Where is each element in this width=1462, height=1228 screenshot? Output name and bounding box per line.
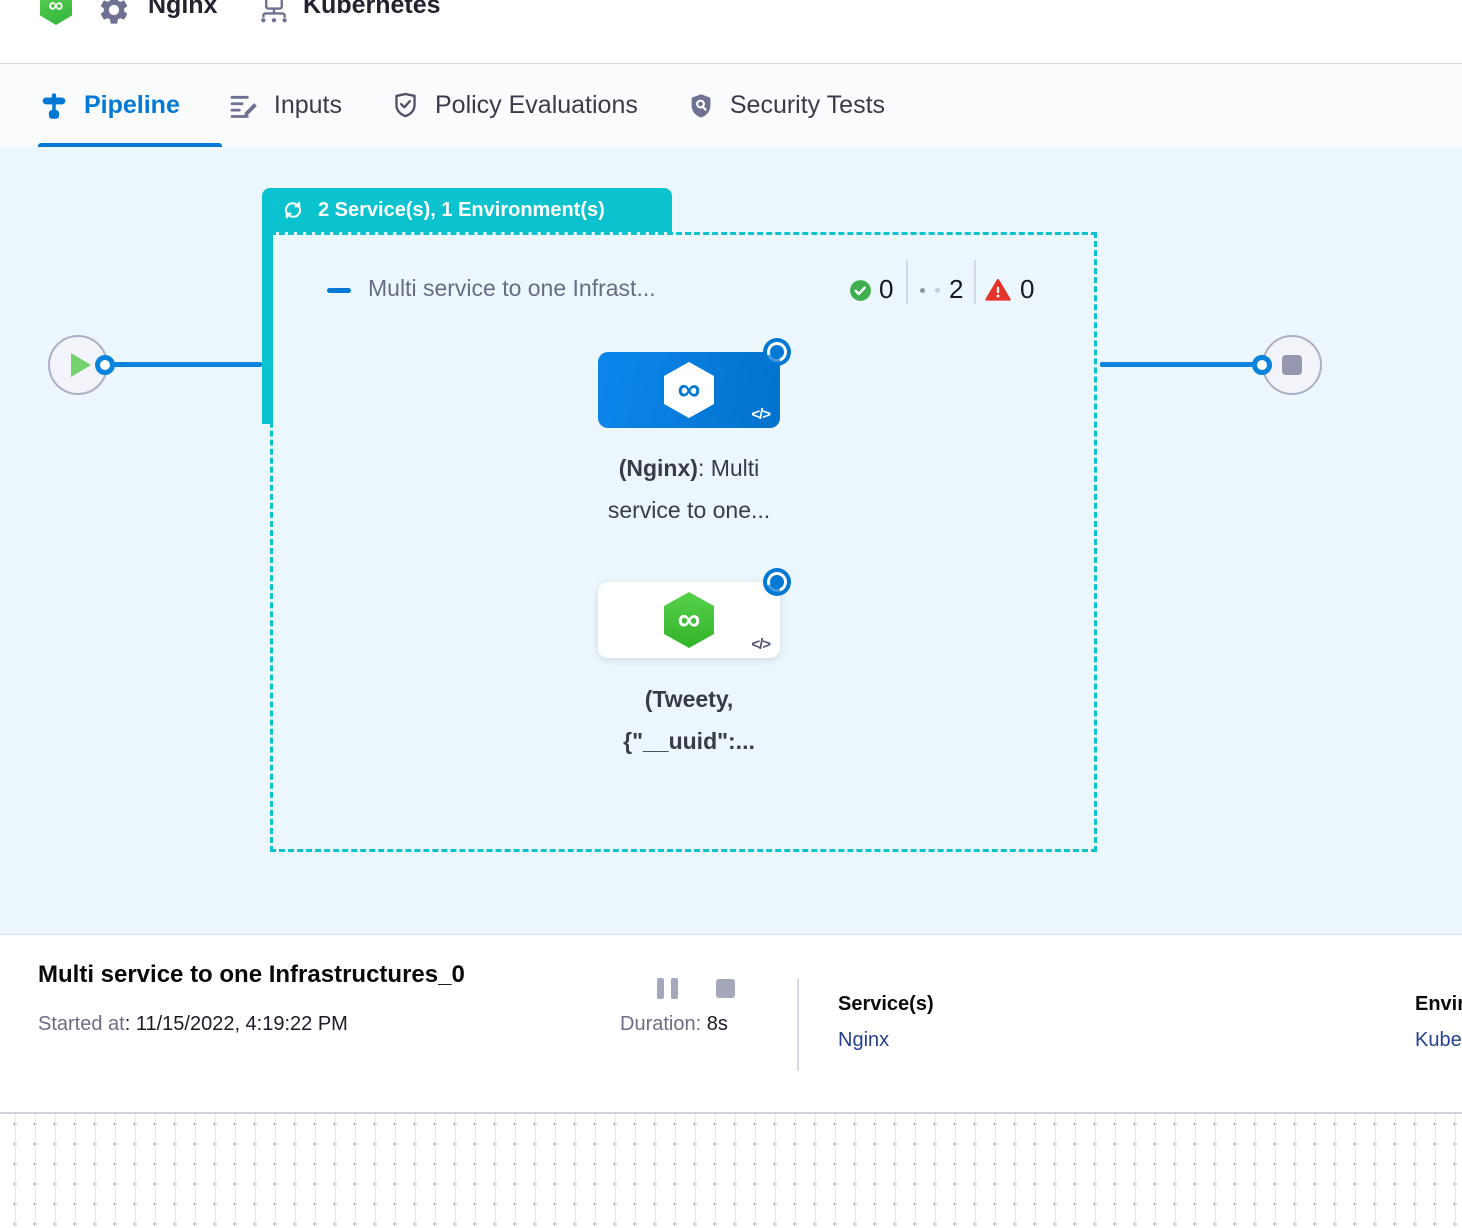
success-count: 0 [879, 274, 894, 304]
environments-value-link[interactable]: Kubernetes [1415, 1029, 1462, 1051]
code-icon: </> [751, 636, 771, 653]
success-check-icon [850, 280, 871, 301]
tab-label: Policy Evaluations [434, 91, 638, 119]
tab-inputs[interactable]: Inputs [228, 90, 342, 122]
node-label-nginx: (Nginx): Multi service to one... [607, 455, 771, 523]
failed-count: 0 [1020, 274, 1035, 304]
stage-group-container [270, 232, 1097, 852]
pipeline-end-node [1262, 335, 1322, 395]
count-separator [974, 260, 976, 304]
pipeline-start-node [48, 335, 108, 395]
services-value-link[interactable]: Nginx [838, 1029, 890, 1051]
service-name-label[interactable]: Nginx [148, 0, 218, 19]
started-at-label: Started at [38, 1013, 125, 1035]
pause-button[interactable] [657, 978, 678, 999]
execution-tabbar: Pipeline Inputs Policy Evaluations [0, 64, 1462, 147]
tab-pipeline[interactable]: Pipeline [38, 90, 180, 122]
environment-name-label[interactable]: Kubernetes [303, 0, 441, 19]
node-status-spinner-icon[interactable] [763, 338, 791, 366]
pending-dots-icon [935, 288, 940, 293]
tab-label: Security Tests [729, 91, 886, 119]
started-at-value: : 11/15/2022, 4:19:22 PM [124, 1013, 348, 1035]
pipeline-icon [42, 92, 66, 119]
service-node-tweety[interactable]: ∞ </> [598, 582, 780, 658]
abort-button[interactable] [716, 979, 735, 998]
tab-label: Pipeline [84, 91, 180, 119]
policy-shield-icon [395, 92, 416, 118]
inputs-icon [230, 95, 257, 118]
kubernetes-icon [261, 0, 287, 23]
count-separator [906, 260, 908, 304]
service-node-nginx[interactable]: ∞ </> [598, 352, 780, 428]
stage-group-badge[interactable]: 2 Service(s), 1 Environment(s) [262, 188, 672, 232]
execution-title: Multi service to one Infrastructures_0 [38, 961, 465, 988]
duration-label: Duration: [620, 1013, 702, 1035]
stage-group-left-bar [262, 232, 273, 424]
harness-service-icon: ∞ [40, 0, 72, 25]
header-divider [0, 63, 1462, 64]
node-label-tweety: (Tweety, {"__uuid":... [623, 686, 755, 754]
play-icon [71, 353, 91, 377]
tab-label: Inputs [273, 91, 342, 119]
tab-policy-evaluations[interactable]: Policy Evaluations [390, 90, 638, 121]
execution-header: ∞ Nginx Kubernetes [0, 0, 1462, 63]
edge-start-to-stage [112, 362, 262, 367]
stage-group-badge-label: 2 Service(s), 1 Environment(s) [318, 198, 605, 221]
code-icon: </> [751, 406, 771, 423]
duration-value: 8s [706, 1013, 728, 1035]
gear-icon [100, 0, 128, 24]
active-tab-underline [38, 143, 222, 147]
cycle-icon [285, 201, 301, 219]
harness-hexagon-icon: ∞ [664, 592, 714, 648]
stage-title[interactable]: Multi service to one Infrast... [368, 275, 656, 301]
harness-hexagon-icon: ∞ [664, 362, 714, 418]
footer-divider [797, 979, 799, 1071]
stop-icon [1282, 355, 1302, 375]
failed-warning-icon [985, 278, 1011, 301]
pipeline-canvas[interactable]: 2 Service(s), 1 Environment(s) Multi ser… [0, 147, 1462, 934]
canvas-dot-grid [0, 1112, 1462, 1228]
environments-label: Environment(s) [1415, 993, 1462, 1015]
execution-summary-bar: Multi service to one Infrastructures_0 S… [0, 934, 1462, 1112]
security-shield-icon [691, 93, 711, 117]
collapse-stage-icon[interactable] [327, 288, 351, 293]
tab-security-tests[interactable]: Security Tests [686, 91, 885, 121]
edge-stage-to-end [1100, 362, 1254, 367]
services-label: Service(s) [838, 993, 934, 1015]
pending-count: 2 [949, 274, 964, 304]
pause-icon [671, 978, 678, 999]
pending-dots-icon [920, 288, 925, 293]
end-port [1252, 355, 1272, 375]
node-status-spinner-icon[interactable] [763, 568, 791, 596]
pause-icon [657, 978, 664, 999]
start-port [95, 355, 115, 375]
